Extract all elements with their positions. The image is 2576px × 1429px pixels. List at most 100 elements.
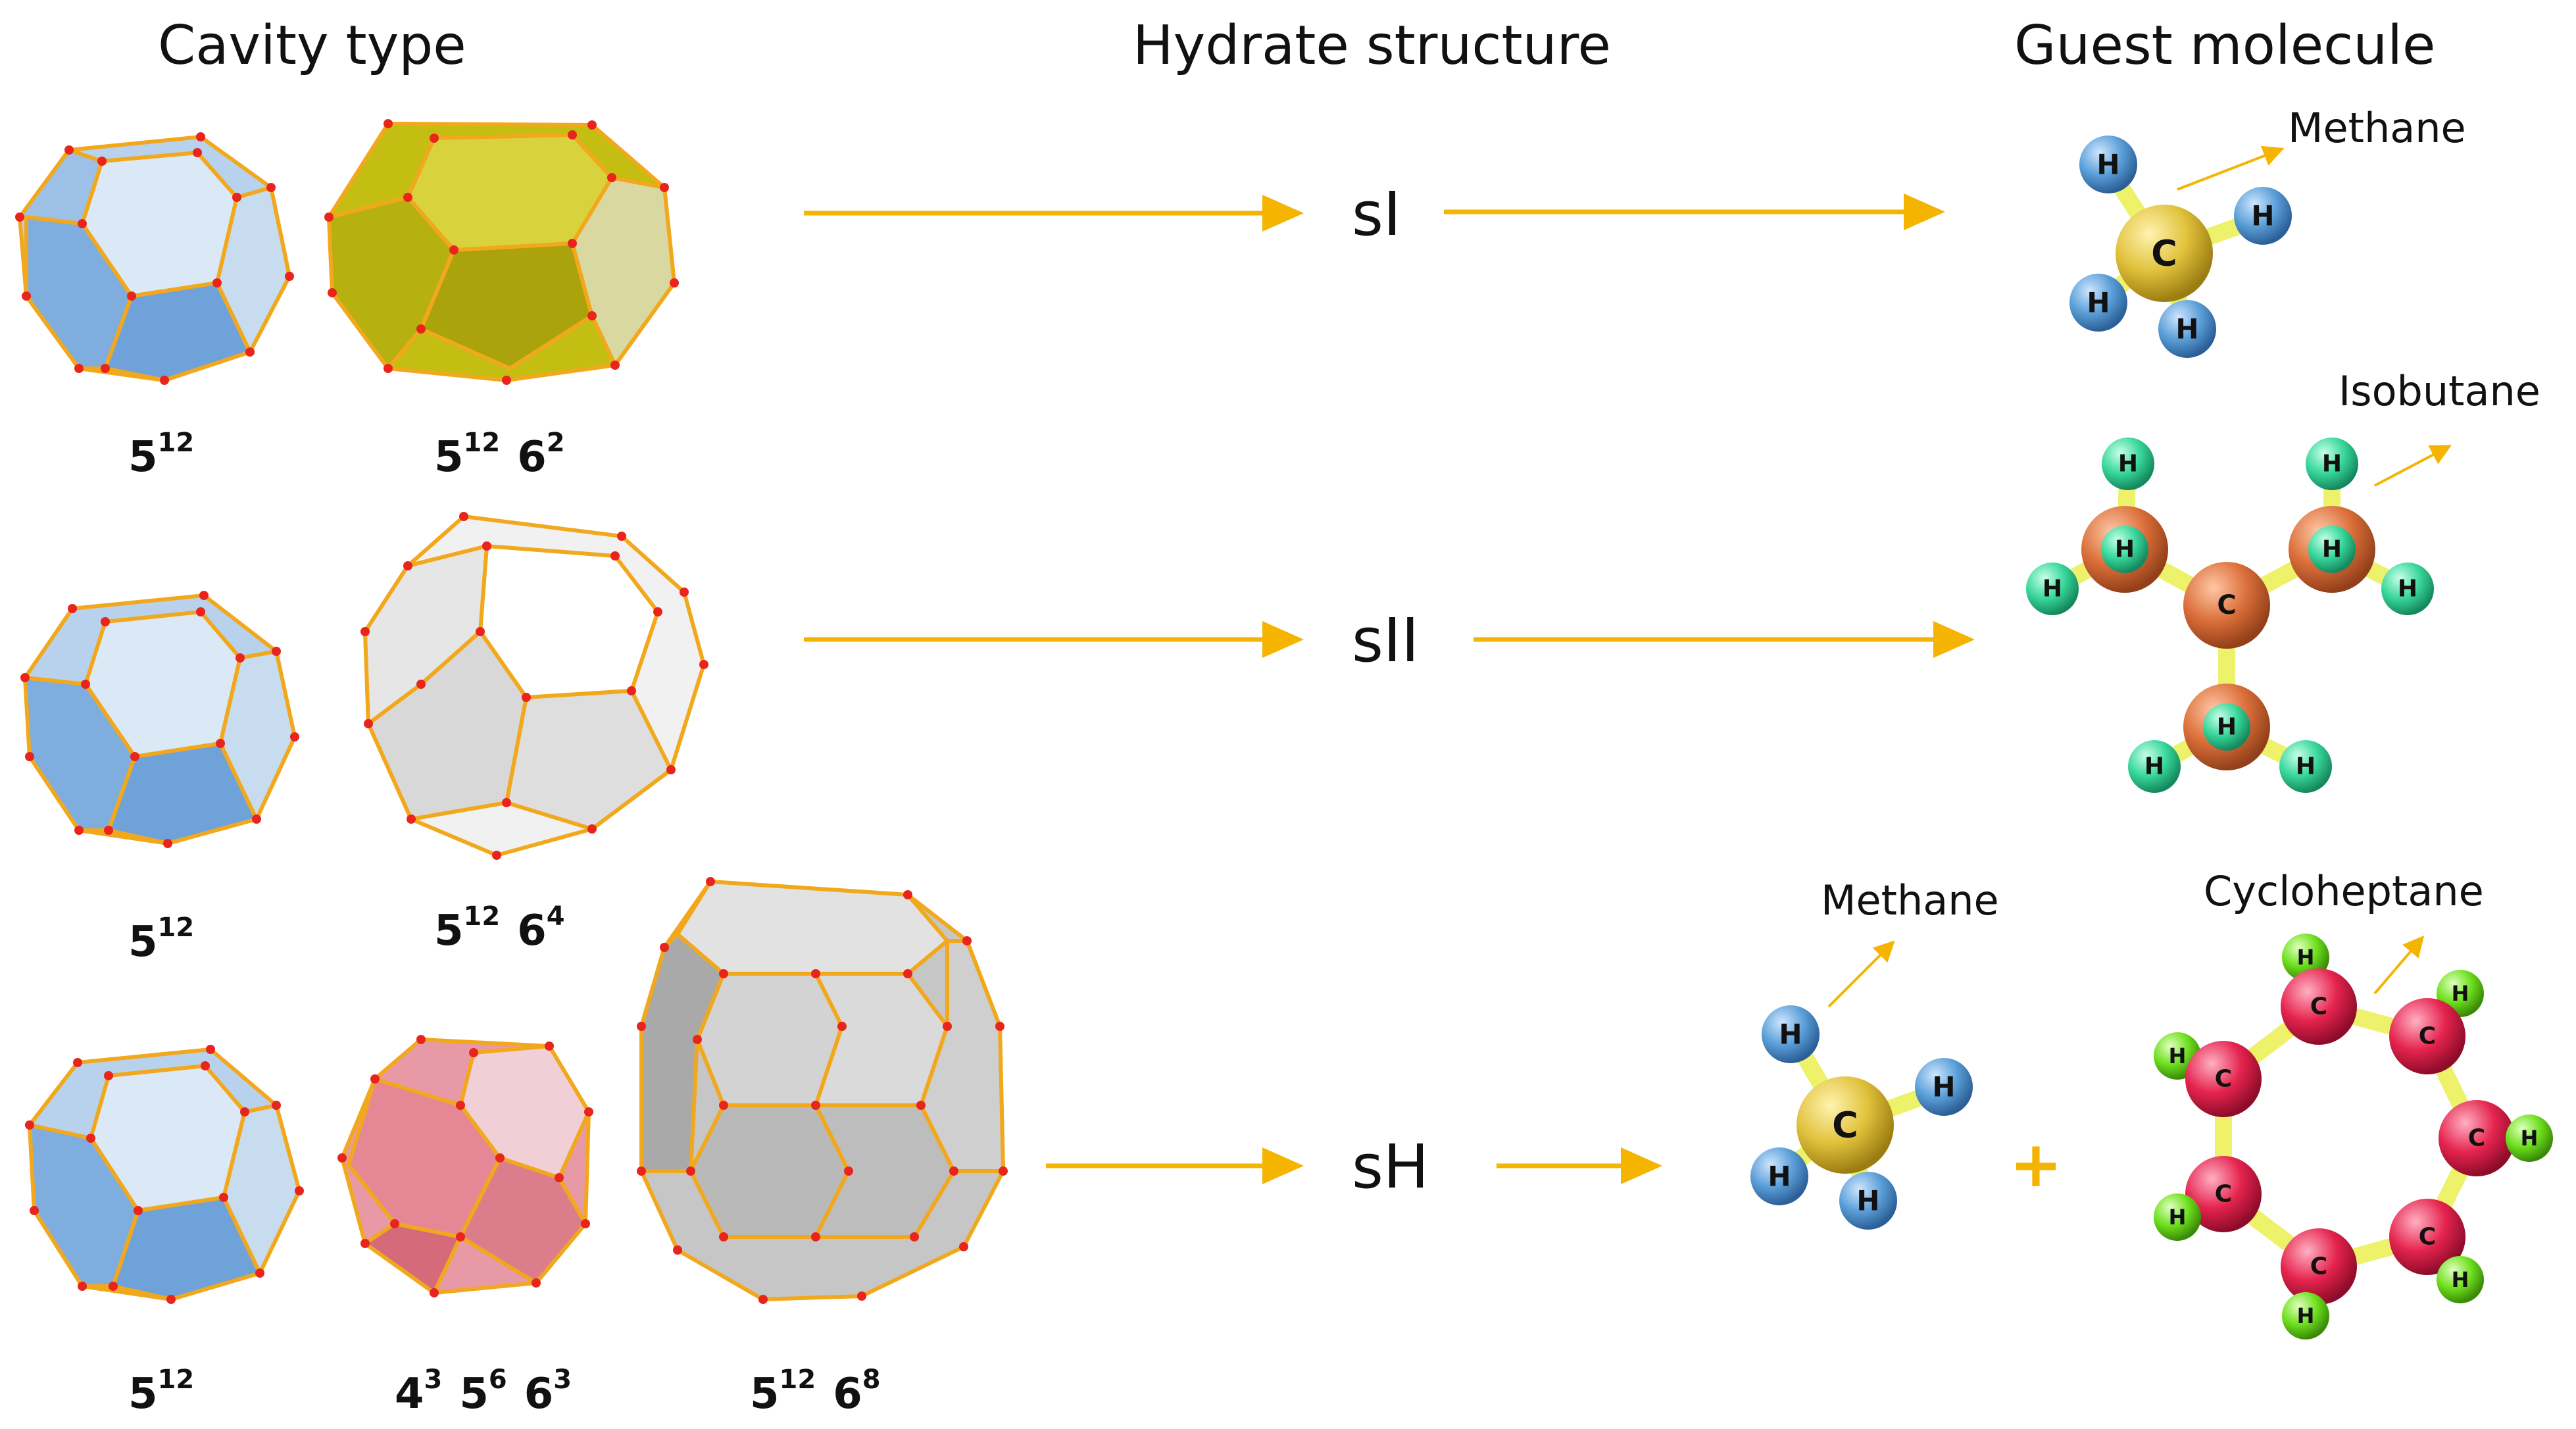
atom-carbon <box>2183 562 2270 649</box>
pointer-cycloheptane <box>2373 935 2425 995</box>
atom-carbon <box>2281 1228 2357 1305</box>
atom-hydrogen <box>2506 1115 2553 1162</box>
atom-hydrogen <box>2282 1292 2329 1340</box>
face-base: 6 <box>517 907 547 955</box>
atom-label: H <box>2322 451 2342 478</box>
atom-carbon <box>2389 998 2465 1074</box>
atom-hydrogen <box>2128 740 2181 793</box>
face-base: 6 <box>833 1370 862 1418</box>
pointer-methane-2 <box>1827 940 1895 1008</box>
atom-label: H <box>2118 451 2138 478</box>
atom-label: H <box>2087 287 2110 319</box>
cage-5-12-6-4-row2 <box>360 512 708 860</box>
atom-hydrogen <box>1762 1005 1820 1063</box>
face-exponent: 4 <box>546 901 565 932</box>
atom-label: H <box>2169 1205 2187 1230</box>
atom-carbon <box>1796 1076 1894 1174</box>
atom-hydrogen <box>2381 563 2434 615</box>
cage-5-12-row1 <box>15 132 294 385</box>
atom-label: C <box>1832 1105 1858 1146</box>
cage-5-12-row2 <box>20 591 299 848</box>
atom-hydrogen <box>2279 740 2332 793</box>
atom-label: C <box>2419 1224 2436 1251</box>
atom-label: H <box>2297 1303 2315 1328</box>
atom-label: C <box>2310 993 2327 1020</box>
face-base: 5 <box>128 433 158 482</box>
atom-carbon <box>2439 1100 2515 1176</box>
face-exponent: 12 <box>157 913 195 943</box>
atom-label: H <box>2115 536 2135 563</box>
atom-carbon <box>2389 1199 2465 1275</box>
cage-5-12-row3 <box>25 1045 304 1304</box>
atom-hydrogen <box>1839 1172 1897 1230</box>
molecule-cycloheptane <box>2154 934 2553 1340</box>
atom-label: C <box>2310 1253 2327 1280</box>
face-base: 5 <box>128 1370 158 1418</box>
header-hydrate-structure: Hydrate structure <box>1133 14 1611 77</box>
atom-label: C <box>2468 1125 2485 1152</box>
face-exponent: 12 <box>779 1365 816 1395</box>
guest-label-cycloheptane: Cycloheptane <box>2204 867 2484 915</box>
atom-label: H <box>2398 576 2417 603</box>
pointer-isobutane <box>2374 445 2452 487</box>
guest-label-isobutane: Isobutane <box>2339 367 2540 415</box>
atom-hydrogen <box>2437 1256 2484 1303</box>
face-exponent: 12 <box>463 901 501 932</box>
atom-hydrogen <box>2079 136 2137 193</box>
atom-label: H <box>1932 1071 1955 1103</box>
atom-hydrogen <box>2154 1193 2201 1241</box>
atom-label: C <box>2419 1023 2436 1050</box>
atom-label: H <box>2096 149 2119 181</box>
atom-label: H <box>1779 1018 1802 1051</box>
cavity-label-r3c1: 512 <box>128 1366 194 1418</box>
atom-label: H <box>1856 1185 1879 1217</box>
atom-carbon <box>2185 1041 2262 1117</box>
guest-label-methane-2: Methane <box>1821 876 1999 924</box>
molecule-isobutane <box>2026 438 2434 793</box>
face-exponent: 12 <box>463 428 501 458</box>
atom-hydrogen <box>2234 187 2292 245</box>
atom-hydrogen <box>2102 438 2154 490</box>
atom-hydrogen <box>1915 1058 1973 1116</box>
atom-label: H <box>2322 536 2342 563</box>
plus-sign: + <box>2010 1128 2062 1201</box>
header-guest-molecule: Guest molecule <box>2014 14 2436 77</box>
cage-4-3-5-6-6-3-row3 <box>337 1035 593 1297</box>
face-exponent: 6 <box>488 1365 507 1395</box>
atom-label: H <box>2217 714 2237 741</box>
face-exponent: 12 <box>157 1365 195 1395</box>
atom-hydrogen <box>2026 563 2079 615</box>
atom-label: C <box>2151 233 2177 274</box>
pointer-methane-1 <box>2177 145 2285 191</box>
face-exponent: 8 <box>862 1365 881 1395</box>
face-base: 5 <box>434 433 464 482</box>
face-base: 5 <box>459 1370 489 1418</box>
face-exponent: 3 <box>553 1365 572 1395</box>
atom-label: C <box>2215 1181 2232 1208</box>
structure-label-si: sI <box>1352 179 1402 249</box>
atom-label: C <box>2215 1066 2232 1093</box>
molecule-methane-2 <box>1750 1005 1973 1230</box>
cage-5-12-6-2-row1 <box>324 119 679 385</box>
atom-hydrogen <box>2101 526 2148 573</box>
face-base: 5 <box>434 907 464 955</box>
face-exponent: 2 <box>546 428 565 458</box>
atom-label: H <box>2452 1267 2469 1292</box>
atom-label: H <box>2144 753 2164 780</box>
atom-hydrogen <box>2069 274 2127 332</box>
face-base: 4 <box>395 1370 424 1418</box>
atom-label: H <box>2521 1126 2539 1151</box>
atom-label: H <box>2175 313 2198 345</box>
atom-carbon <box>2185 1156 2262 1232</box>
face-base: 6 <box>524 1370 554 1418</box>
face-exponent: 3 <box>424 1365 443 1395</box>
atom-hydrogen <box>2203 703 2250 751</box>
atom-hydrogen <box>2308 526 2356 573</box>
structure-label-sh: sH <box>1352 1132 1429 1202</box>
cavity-label-r2c2: 512 64 <box>434 903 565 955</box>
atom-label: H <box>2251 200 2274 232</box>
atom-hydrogen <box>2158 300 2216 358</box>
